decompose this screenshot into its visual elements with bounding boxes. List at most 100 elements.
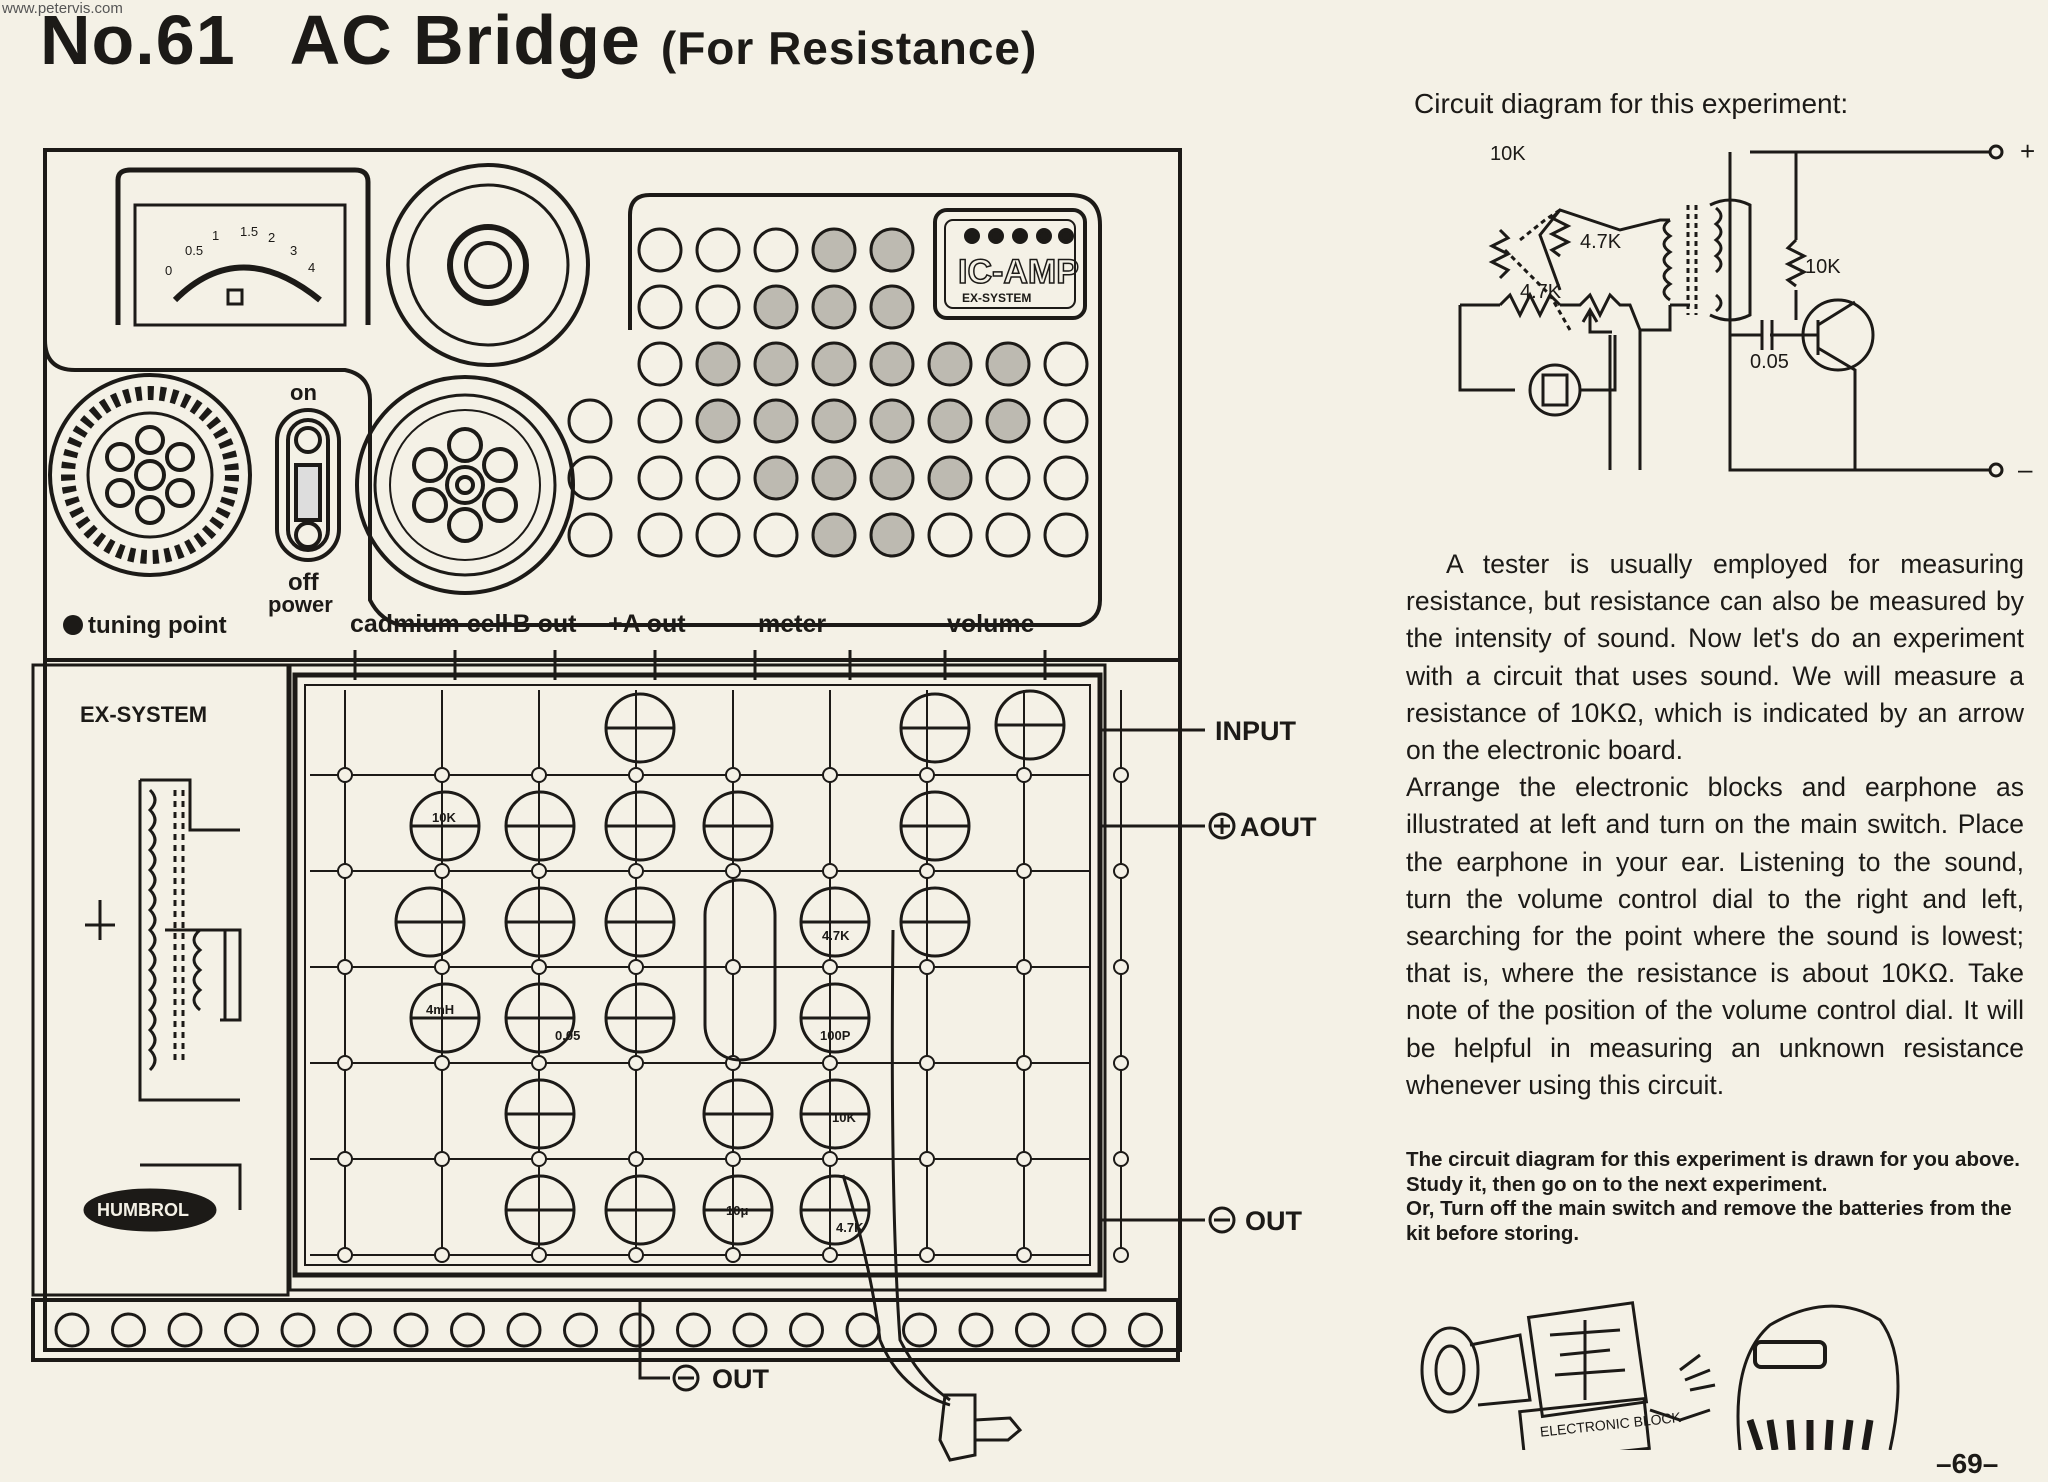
aout-label: AOUT xyxy=(1240,812,1317,842)
earphone-icon xyxy=(938,1393,977,1462)
board-node xyxy=(434,1151,450,1167)
base-hole xyxy=(902,1312,937,1348)
block-005-label: 0.05 xyxy=(555,1028,580,1043)
resistor-47k-a xyxy=(1548,208,1572,258)
panel-hole xyxy=(637,341,683,387)
panel-hole xyxy=(869,227,915,273)
panel-hole xyxy=(637,455,683,501)
panel-hole xyxy=(695,341,741,387)
site-url: www.petervis.com xyxy=(2,0,123,17)
circuit-label-10k-right: 10K xyxy=(1805,256,1841,278)
resistor-10k-left xyxy=(1488,228,1512,280)
base-hole xyxy=(337,1312,372,1348)
note-line-1: The circuit diagram for this experiment … xyxy=(1406,1148,2020,1196)
base-hole xyxy=(1128,1312,1163,1348)
panel-hole xyxy=(811,341,857,387)
ic-amp-sub: EX-SYSTEM xyxy=(962,291,1031,305)
panel-hole xyxy=(753,341,799,387)
board-node xyxy=(1016,959,1032,975)
board-node xyxy=(919,959,935,975)
tuning-dial xyxy=(48,373,252,577)
block-47k-label: 4.7K xyxy=(822,928,850,943)
panel-hole xyxy=(695,455,741,501)
meter-scale: 0.5 xyxy=(185,243,203,258)
board-node xyxy=(434,959,450,975)
panel-hole xyxy=(753,512,799,558)
board-node xyxy=(1016,1055,1032,1071)
board-node xyxy=(628,1055,644,1071)
circuit-label-47k-b: 4.7K xyxy=(1520,281,1562,303)
board-node xyxy=(1113,1055,1129,1071)
base-hole xyxy=(450,1312,485,1348)
kit-base xyxy=(31,1298,1180,1362)
panel-hole xyxy=(567,455,613,501)
panel-hole xyxy=(811,227,857,273)
board-node xyxy=(1016,1247,1032,1263)
ex-system-label: EX-SYSTEM xyxy=(80,702,207,727)
board-node xyxy=(822,1151,838,1167)
earphone-symbol xyxy=(1528,363,1582,417)
cartoon-illustration: ELECTRONIC BLOCK xyxy=(1420,1301,1900,1450)
panel-hole xyxy=(637,398,683,444)
breadboard xyxy=(292,672,1103,1278)
panel-hole xyxy=(637,284,683,330)
component-blocks xyxy=(394,689,1066,1246)
kit-case xyxy=(43,148,1182,1352)
board-node xyxy=(531,1151,547,1167)
panel-hole xyxy=(985,512,1031,558)
panel-hole xyxy=(753,398,799,444)
base-hole xyxy=(167,1312,203,1348)
resistor-47k-b xyxy=(1498,291,1562,319)
board-node xyxy=(919,1055,935,1071)
base-hole xyxy=(845,1312,881,1348)
transformer-block xyxy=(703,878,777,1062)
board-node xyxy=(628,1151,644,1167)
base-hole xyxy=(958,1312,994,1348)
board-node xyxy=(725,1247,741,1263)
base-hole xyxy=(1071,1312,1107,1348)
switch-power-label: power xyxy=(268,592,333,617)
base-hole xyxy=(111,1312,146,1348)
body-paragraph-2: Arrange the electronic blocks and earpho… xyxy=(1406,772,2024,1100)
panel-hole xyxy=(695,227,741,273)
meter-scale: 1.5 xyxy=(240,224,258,239)
meter-scale: 2 xyxy=(268,230,275,245)
body-paragraph-1: A tester is usually employed for measuri… xyxy=(1406,549,2024,766)
base-hole xyxy=(563,1312,598,1348)
base-hole xyxy=(54,1312,90,1348)
kit-illustration: 0 0.5 1 1.5 2 3 4 xyxy=(31,148,1317,1462)
base-hole xyxy=(393,1312,429,1348)
input-label: INPUT xyxy=(1215,716,1297,746)
base-hole-row xyxy=(54,1312,1163,1348)
board-node xyxy=(822,863,838,879)
out-label: OUT xyxy=(1245,1206,1303,1236)
block-100p-label: 100P xyxy=(820,1028,851,1043)
circuit-diagram: 10K 4.7K 4.7K 10K 0.05 + – xyxy=(1458,136,2035,484)
board-node xyxy=(725,767,741,783)
panel-hole xyxy=(869,455,915,501)
board-node xyxy=(822,959,838,975)
panel-hole xyxy=(637,227,683,273)
panel-hole xyxy=(567,512,613,558)
panel-hole xyxy=(927,398,973,444)
board-grid xyxy=(310,690,1129,1263)
block-4mh-label: 4mH xyxy=(426,1002,454,1017)
panel-hole xyxy=(695,512,741,558)
volume-dial xyxy=(355,375,575,595)
board-node xyxy=(725,1151,741,1167)
switch-off-label: off xyxy=(288,569,320,596)
terminal-volume: volume xyxy=(947,610,1035,638)
experiment-number: No.61 xyxy=(40,1,236,79)
speaker xyxy=(386,163,590,367)
storage-note: The circuit diagram for this experiment … xyxy=(1406,1148,2034,1246)
board-node xyxy=(822,767,838,783)
board-node xyxy=(531,1055,547,1071)
board-node xyxy=(337,1247,353,1263)
panel-hole xyxy=(869,398,915,444)
ex-system-transformer xyxy=(83,778,242,1232)
board-node xyxy=(919,863,935,879)
page-number: –69– xyxy=(1936,1448,1999,1479)
board-node xyxy=(628,959,644,975)
experiment-subtitle: (For Resistance) xyxy=(660,22,1038,74)
board-node xyxy=(531,959,547,975)
